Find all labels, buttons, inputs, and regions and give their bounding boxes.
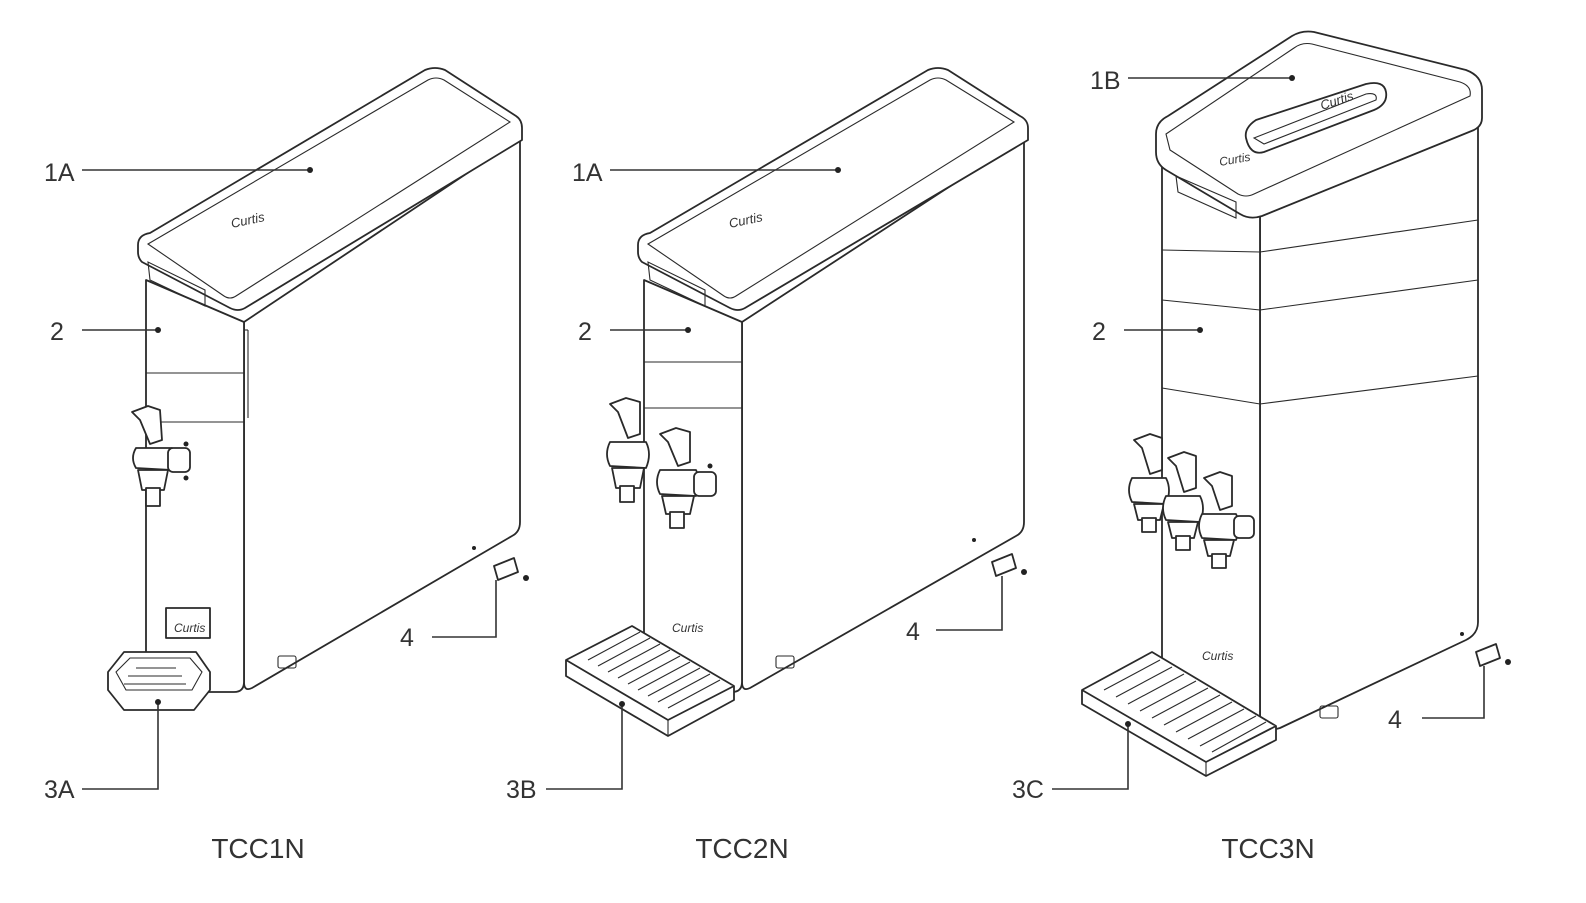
callout-2-tcc3n: 2 (1092, 318, 1106, 346)
front-logo: Curtis (1202, 649, 1233, 663)
model-label-tcc2n: TCC2N (695, 833, 788, 864)
model-label-tcc1n: TCC1N (211, 833, 304, 864)
faucet-tcc1n (131, 405, 191, 507)
callout-4-tcc3n: 4 (1388, 706, 1402, 734)
faucet-left-tcc2n (606, 397, 650, 503)
leader-lines (82, 75, 1485, 790)
callout-4-tcc1n: 4 (400, 624, 414, 652)
faucet-middle-tcc3n (1162, 451, 1204, 551)
callout-1a-tcc1n: 1A (44, 159, 75, 187)
model-labels: TCC1N TCC2N TCC3N (211, 833, 1314, 864)
lid-logo: Curtis (230, 209, 267, 231)
callout-1b-tcc3n: 1B (1090, 67, 1121, 95)
callout-labels: 1A 2 3A 4 1A 2 3B 4 1B 2 3C 4 (44, 67, 1402, 804)
front-logo: Curtis (672, 621, 703, 635)
faucet-left-tcc3n (1128, 433, 1170, 533)
callout-1a-tcc2n: 1A (572, 159, 603, 187)
callout-2-tcc2n: 2 (578, 318, 592, 346)
callout-3a-tcc1n: 3A (44, 776, 75, 804)
faucet-right-tcc3n (1198, 471, 1255, 569)
dispenser-tcc2n: Curtis Curtis (565, 67, 1029, 737)
dispenser-tcc1n: Curtis Curtis (107, 67, 529, 711)
drip-tray-3b (565, 625, 735, 737)
drip-tray-3a (107, 651, 211, 711)
callout-3c-tcc3n: 3C (1012, 776, 1044, 804)
front-logo: Curtis (174, 621, 205, 635)
drip-tray-3c (1081, 651, 1277, 777)
dispenser-tcc3n: Curtis Curtis Curtis (1081, 30, 1511, 777)
bracket-4-tcc3n (1460, 632, 1511, 667)
model-label-tcc3n: TCC3N (1221, 833, 1314, 864)
callout-4-tcc2n: 4 (906, 618, 920, 646)
lid-1a-tcc1n (137, 67, 523, 311)
lid-logo: Curtis (728, 209, 765, 231)
dispenser-body-tcc1n: Curtis Curtis (137, 67, 523, 693)
dispenser-body-tcc3n: Curtis Curtis Curtis (1155, 30, 1483, 733)
bracket-4-tcc1n (472, 546, 529, 581)
callout-2-tcc1n: 2 (50, 318, 64, 346)
callout-3b-tcc2n: 3B (506, 776, 537, 804)
bracket-4-tcc2n (972, 538, 1027, 577)
dispenser-body-tcc2n: Curtis Curtis (637, 67, 1029, 693)
lid-logo: Curtis (1218, 150, 1251, 169)
faucet-right-tcc2n (656, 427, 717, 529)
lid-1a-tcc2n (637, 67, 1029, 311)
